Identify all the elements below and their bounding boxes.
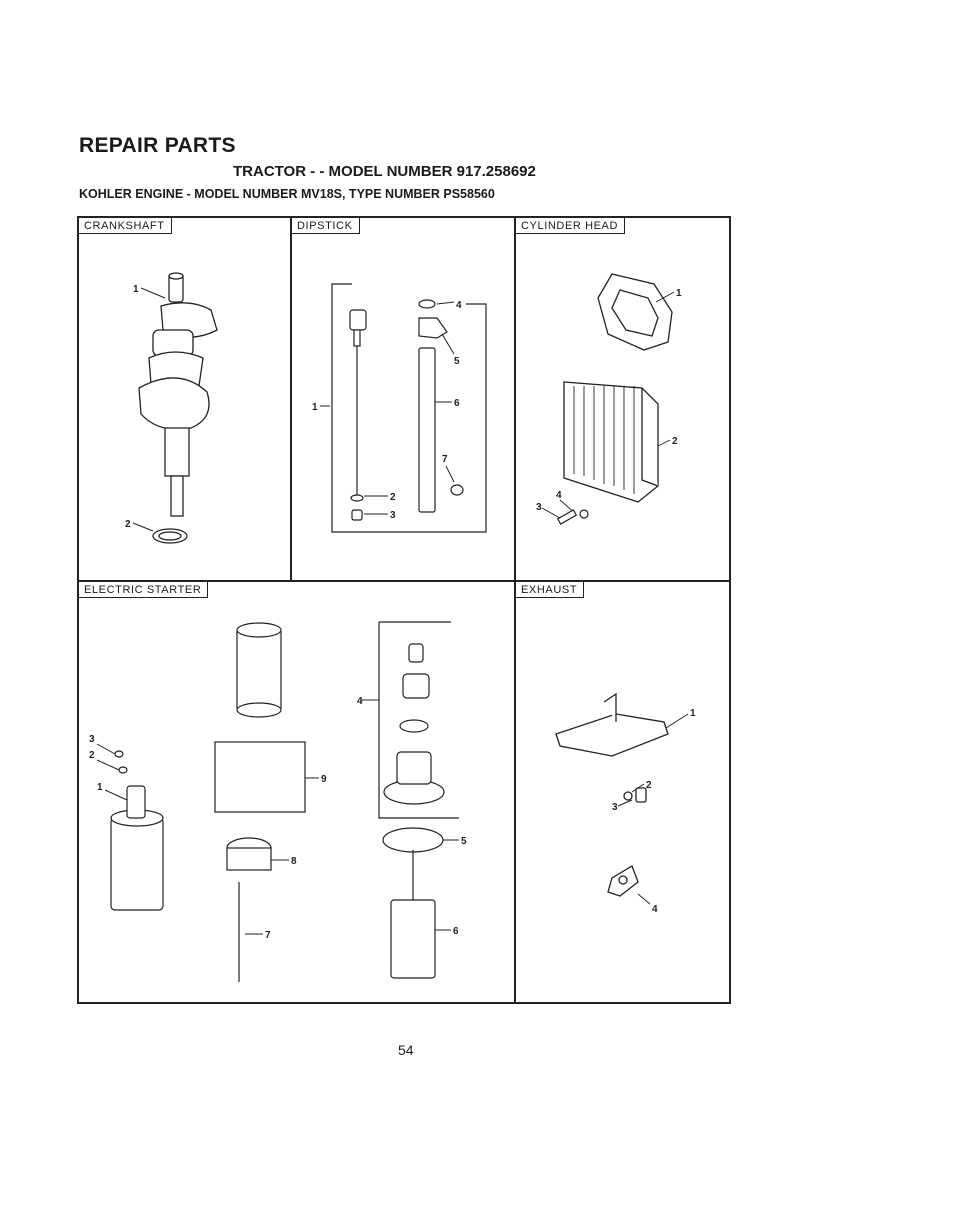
callout-3: 3 bbox=[89, 734, 95, 745]
tube-nut bbox=[450, 484, 464, 496]
callout-1: 1 bbox=[312, 402, 318, 413]
callout-2: 2 bbox=[89, 750, 95, 761]
starter-washer bbox=[118, 766, 128, 774]
callout-4: 4 bbox=[556, 490, 562, 501]
callout-3: 3 bbox=[536, 502, 542, 513]
callout-2: 2 bbox=[125, 519, 131, 530]
crankshaft-shaft bbox=[164, 427, 190, 477]
end-cap-gear bbox=[382, 827, 444, 853]
callout-2: 2 bbox=[390, 492, 396, 503]
exhaust-bracket bbox=[555, 713, 669, 757]
electric-starter-label: ELECTRIC STARTER bbox=[79, 582, 209, 598]
callout-1: 1 bbox=[690, 708, 696, 719]
starter-frame-tube bbox=[236, 627, 282, 713]
drive-cap bbox=[408, 643, 424, 663]
callout-7: 7 bbox=[265, 930, 271, 941]
exhaust-drawing: 1 2 3 4 bbox=[555, 692, 696, 915]
dipstick-panel: DIPSTICK bbox=[292, 218, 514, 580]
tube-bracket bbox=[418, 317, 448, 339]
crankshaft-label: CRANKSHAFT bbox=[79, 218, 172, 234]
cylinder-head-label: CYLINDER HEAD bbox=[516, 218, 626, 234]
starter-nut bbox=[114, 750, 124, 758]
dipstick-drawing: 1 2 3 4 5 6 7 bbox=[312, 283, 487, 533]
callout-5: 5 bbox=[454, 356, 460, 367]
dipstick-bracket-left bbox=[331, 283, 352, 533]
electric-starter-panel: ELECTRIC STARTER bbox=[79, 582, 514, 1002]
callout-4: 4 bbox=[357, 696, 363, 707]
dipstick-grommet bbox=[351, 509, 363, 521]
callout-7: 7 bbox=[442, 454, 448, 465]
starter-motor bbox=[110, 817, 164, 911]
callout-4: 4 bbox=[456, 300, 462, 311]
divider-top-bottom bbox=[79, 580, 729, 582]
head-washer bbox=[579, 509, 589, 519]
cylinder-head-panel: CYLINDER HEAD bbox=[516, 218, 729, 580]
brush-kit-box bbox=[214, 741, 306, 813]
exhaust-label: EXHAUST bbox=[516, 582, 585, 598]
callout-1: 1 bbox=[97, 782, 103, 793]
callout-6: 6 bbox=[454, 398, 460, 409]
callout-1: 1 bbox=[133, 284, 139, 295]
page-number: 54 bbox=[398, 1042, 414, 1058]
page-title: REPAIR PARTS bbox=[79, 134, 236, 157]
callout-9: 9 bbox=[321, 774, 327, 785]
engine-model-subtitle: KOHLER ENGINE - MODEL NUMBER MV18S, TYPE… bbox=[79, 187, 495, 201]
callout-3: 3 bbox=[390, 510, 396, 521]
callout-3: 3 bbox=[612, 802, 618, 813]
callout-5: 5 bbox=[461, 836, 467, 847]
callout-8: 8 bbox=[291, 856, 297, 867]
crankshaft-drawing: 1 2 bbox=[125, 272, 218, 544]
crankshaft-counterweight-lower bbox=[138, 377, 210, 431]
head-bolt bbox=[556, 509, 578, 525]
crankshaft-shaft-end bbox=[170, 475, 184, 517]
callout-1: 1 bbox=[676, 288, 682, 299]
starter-pinion-shaft bbox=[126, 785, 146, 819]
tube-o-ring bbox=[418, 299, 436, 309]
cylinder-head-drawing: 1 2 3 4 bbox=[536, 273, 682, 525]
exhaust-washer bbox=[623, 791, 633, 801]
dipstick-tube bbox=[418, 347, 436, 513]
callout-4: 4 bbox=[652, 904, 658, 915]
drive-spring bbox=[399, 719, 429, 733]
pinion-gear bbox=[402, 673, 430, 699]
crankshaft-panel: CRANKSHAFT 1 2 bbox=[79, 218, 290, 580]
exhaust-panel: EXHAUST 1 2 3 4 bbox=[516, 582, 729, 1002]
divider-starter-exhaust bbox=[514, 580, 516, 1002]
exhaust-bolt bbox=[635, 787, 647, 803]
dipstick-label: DIPSTICK bbox=[292, 218, 360, 234]
callout-2: 2 bbox=[646, 780, 652, 791]
divider-crankshaft-dipstick bbox=[290, 218, 292, 580]
callout-6: 6 bbox=[453, 926, 459, 937]
callout-2: 2 bbox=[672, 436, 678, 447]
divider-dipstick-cylinder bbox=[514, 218, 516, 580]
dipstick-cap bbox=[349, 309, 367, 331]
tractor-model-subtitle: TRACTOR - - MODEL NUMBER 917.258692 bbox=[233, 163, 536, 180]
armature bbox=[390, 899, 436, 979]
parts-diagram-frame: CRANKSHAFT 1 2 DIPSTICK bbox=[77, 216, 731, 1004]
electric-starter-drawing: 3 2 1 4 5 6 7 8 9 bbox=[89, 621, 467, 982]
dipstick-o-ring bbox=[350, 494, 364, 502]
